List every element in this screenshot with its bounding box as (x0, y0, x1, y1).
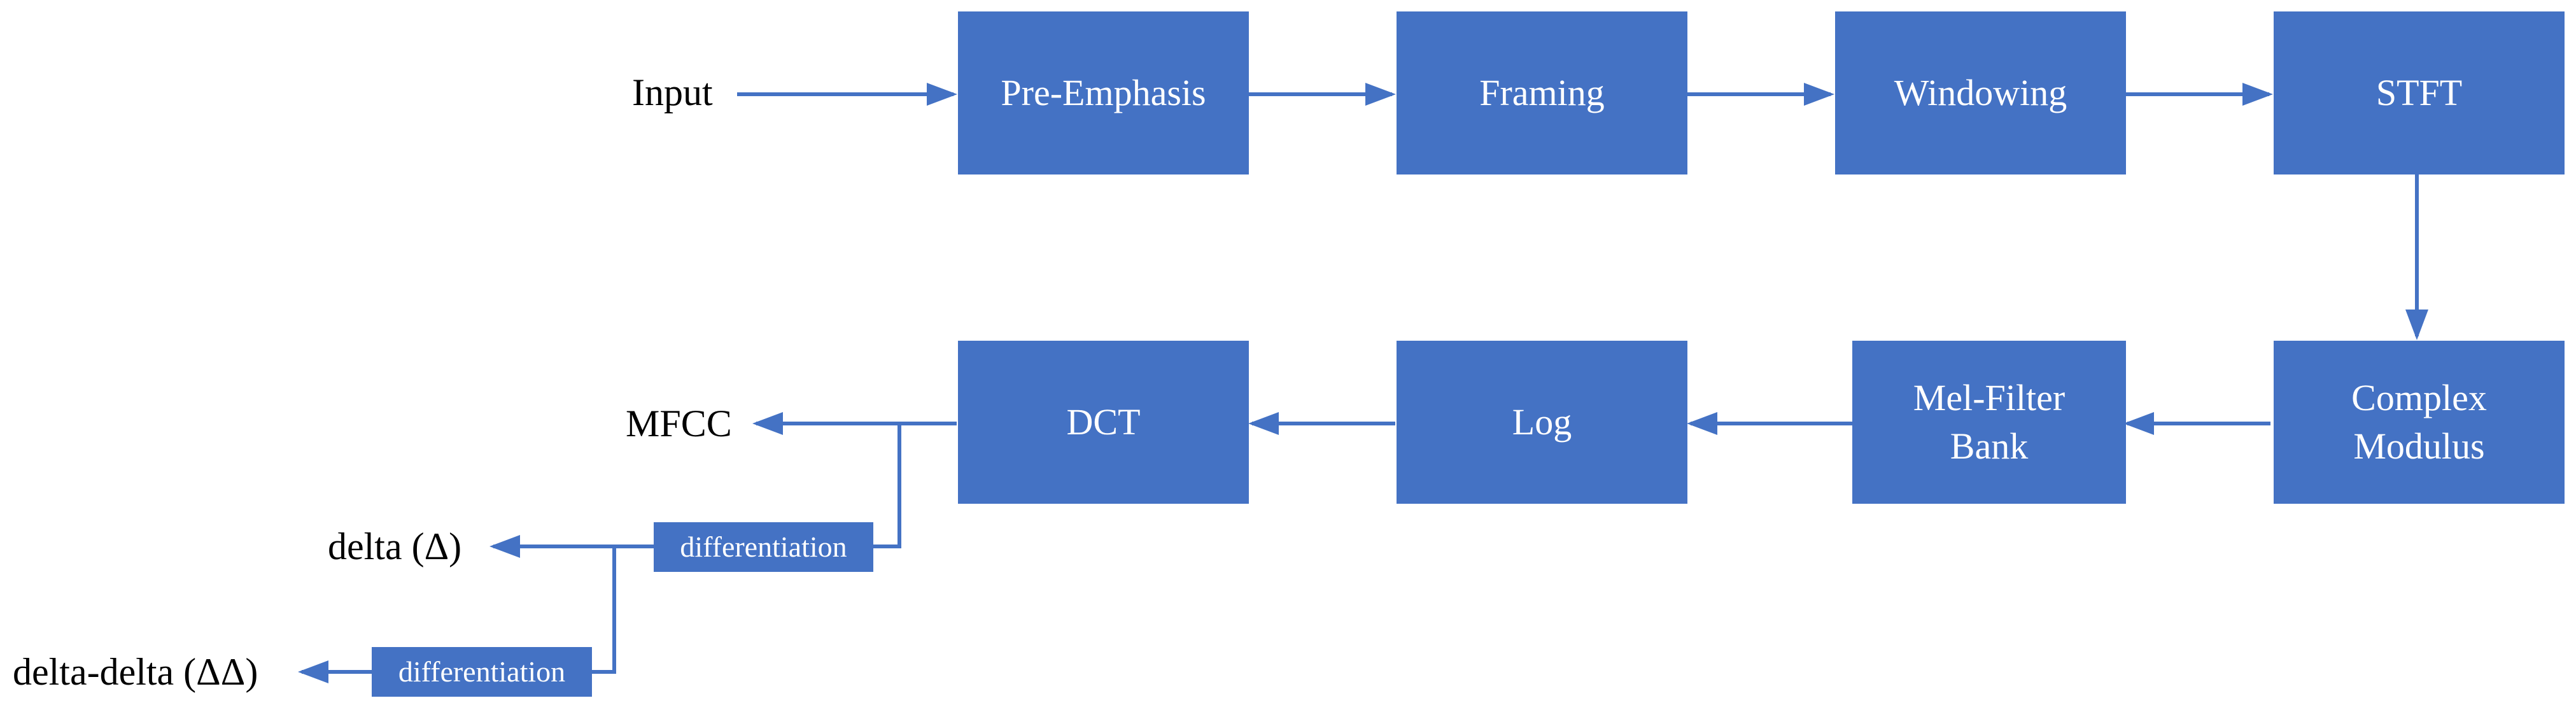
framing-label: Framing (1479, 72, 1605, 113)
mfcc-label: MFCC (626, 402, 732, 445)
delta-delta-label: delta-delta (ΔΔ) (13, 651, 258, 693)
pre-emphasis-block: Pre-Emphasis (958, 11, 1249, 174)
delta-label: delta (Δ) (328, 525, 462, 567)
stft-label: STFT (2375, 72, 2463, 113)
stft-block: STFT (2274, 11, 2565, 174)
mel-filter-bank-label-line-2: Bank (1950, 425, 2029, 467)
windowing-label: Windowing (1894, 72, 2067, 113)
wire-delta-to-differentiation-2 (592, 546, 616, 674)
differentiation-block-2: differentiation (372, 647, 592, 697)
pre-emphasis-label: Pre-Emphasis (1001, 72, 1206, 113)
mel-filter-bank-label-line-1: Mel-Filter (1913, 377, 2066, 418)
dct-block: DCT (958, 341, 1249, 504)
dct-label: DCT (1066, 401, 1141, 443)
complex-modulus-label-line-1: Complex (2351, 377, 2487, 418)
windowing-block: Windowing (1835, 11, 2126, 174)
log-block: Log (1397, 341, 1687, 504)
input-label: Input (632, 71, 713, 113)
log-label: Log (1512, 401, 1572, 443)
differentiation-label-2: differentiation (398, 655, 566, 688)
differentiation-label-1: differentiation (680, 530, 847, 563)
complex-modulus-label-line-2: Modulus (2353, 425, 2485, 467)
wire-mfcc-to-differentiation-1 (873, 424, 901, 548)
complex-modulus-block: Complex Modulus (2274, 341, 2565, 504)
mel-filter-bank-block: Mel-Filter Bank (1852, 341, 2126, 504)
framing-block: Framing (1397, 11, 1687, 174)
differentiation-block-1: differentiation (654, 522, 873, 572)
